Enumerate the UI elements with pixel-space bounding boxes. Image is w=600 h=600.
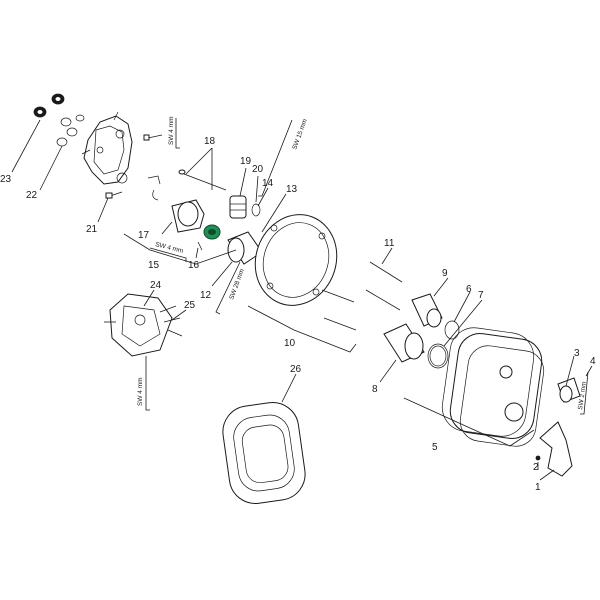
- part-2-grub-screw: [535, 455, 541, 461]
- part-7-ring: [427, 343, 449, 369]
- bracket-10: [247, 305, 357, 353]
- label-part-23: 23: [0, 174, 12, 185]
- cartridge-body: [171, 199, 205, 233]
- part-17-clip: [147, 175, 161, 201]
- label-part-19: 19: [240, 156, 252, 167]
- part-21-screw: [105, 191, 123, 199]
- part-5-cover-plate: [449, 332, 545, 447]
- label-part-3: 3: [574, 348, 580, 359]
- part-10-rosette-ring: [254, 214, 338, 306]
- tool-label-sw4-c: SW 4 mm: [137, 377, 144, 406]
- label-part-24: 24: [150, 280, 162, 291]
- part-8-sleeve: [383, 323, 425, 363]
- tool-label-sw28: SW 28 mm: [228, 268, 246, 301]
- part-5-gasket: [441, 327, 535, 437]
- part-9-sleeve: [411, 293, 443, 328]
- hex-key-sw4-a: SW 4 mm: [168, 116, 180, 149]
- part-3-cap: [557, 377, 581, 403]
- bracket-5: [403, 397, 535, 447]
- label-part-25: 25: [184, 300, 196, 311]
- part-26-frame: [222, 402, 306, 504]
- part-24-mounting-block: [104, 293, 183, 357]
- valve-body: [81, 111, 133, 185]
- bracket-15: [123, 233, 237, 265]
- label-part-5: 5: [432, 442, 438, 453]
- label-part-20: 20: [252, 164, 264, 175]
- part-22-rings: [56, 114, 85, 147]
- hex-key-sw4-c: SW 4 mm: [137, 356, 150, 411]
- tool-label-sw4-a: SW 4 mm: [168, 116, 175, 145]
- part-6-ring: [444, 320, 460, 340]
- label-part-4: 4: [590, 356, 596, 367]
- label-part-1: 1: [535, 482, 541, 493]
- label-part-11: 11: [384, 238, 395, 249]
- label-part-17: 17: [138, 230, 150, 241]
- tool-label-sw2: SW 2 mm: [577, 381, 588, 410]
- part-19-spindle: [229, 195, 247, 219]
- part-18-rod: [178, 169, 227, 191]
- label-part-18: 18: [204, 136, 216, 147]
- label-part-26: 26: [290, 364, 302, 375]
- part-number-labels: 1 2 3 4 5 6 7 8 9 10 11 12 13 14 15 16 1…: [0, 136, 596, 493]
- label-part-16: 16: [188, 260, 200, 271]
- label-part-10: 10: [284, 338, 296, 349]
- screw-sw4-top: [143, 134, 163, 141]
- label-part-12: 12: [200, 290, 212, 301]
- part-1-lever: [539, 421, 573, 477]
- label-part-14: 14: [262, 178, 274, 189]
- hex-key-sw2: SW 2 mm: [577, 371, 589, 415]
- hex-key-sw28: SW 28 mm: [215, 261, 246, 315]
- label-part-22: 22: [26, 190, 38, 201]
- label-part-8: 8: [372, 384, 378, 395]
- part-16-pin: [197, 241, 203, 251]
- label-part-9: 9: [442, 268, 448, 279]
- label-part-6: 6: [466, 284, 472, 295]
- label-part-7: 7: [478, 290, 484, 301]
- tool-label-sw15: SW 15 mm: [291, 118, 309, 151]
- part-11-screws: [321, 261, 403, 331]
- label-part-13: 13: [286, 184, 298, 195]
- part-23-nuts: [33, 93, 65, 118]
- label-part-15: 15: [148, 260, 160, 271]
- leader-lines: [11, 119, 593, 481]
- label-part-2: 2: [533, 462, 539, 473]
- label-part-21: 21: [86, 224, 98, 235]
- green-insert: [203, 224, 221, 240]
- part-20-washer: [251, 203, 261, 217]
